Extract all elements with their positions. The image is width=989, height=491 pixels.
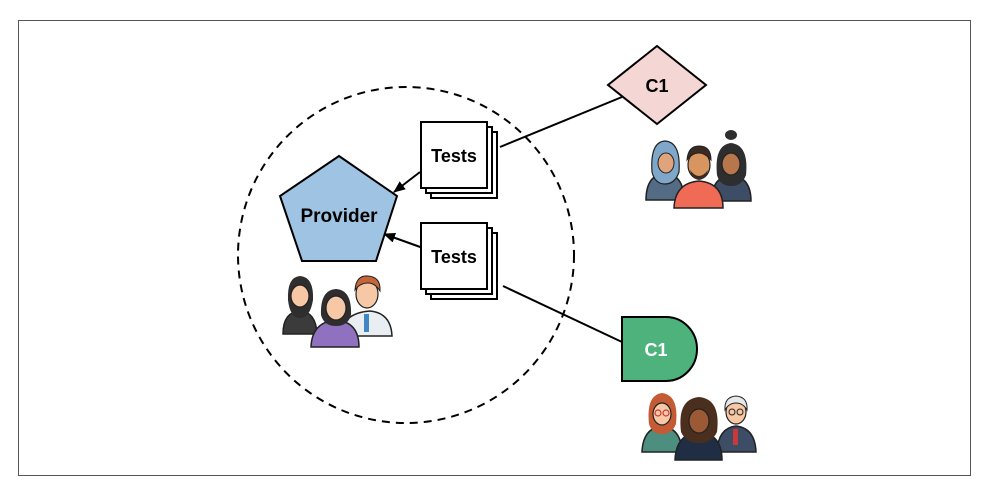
tests-label-top: Tests — [431, 146, 477, 166]
provider-boundary-circle — [237, 86, 575, 424]
consumer-bottom-team-people-icon — [641, 393, 757, 461]
tests-card-top — [420, 121, 488, 189]
connector-top-consumer-to-tests — [499, 96, 623, 148]
arrow-bottom-tests-to-provider — [383, 233, 424, 249]
tests-stack-top: Tests — [420, 121, 498, 199]
arrow-top-tests-to-provider — [393, 171, 421, 193]
connector-bottom-consumer-to-tests — [502, 285, 623, 343]
tests-label-bottom: Tests — [431, 247, 477, 267]
consumer-top-label: C1 — [645, 76, 668, 96]
tests-stack-bottom: Tests — [420, 222, 498, 300]
consumer-top-diamond — [606, 44, 708, 126]
provider-team-people-icon — [282, 275, 393, 348]
consumer-bottom-node: C1 — [621, 316, 698, 382]
consumer-bottom-label: C1 — [644, 340, 667, 360]
tests-card-bottom — [420, 222, 488, 290]
provider-label: Provider — [300, 206, 378, 227]
provider-pentagon — [278, 154, 399, 262]
provider-node: Provider — [278, 154, 399, 262]
consumer-bottom-d-shape — [621, 316, 698, 382]
consumer-top-team-people-icon — [645, 130, 752, 209]
consumer-top-node: C1 — [606, 44, 708, 126]
